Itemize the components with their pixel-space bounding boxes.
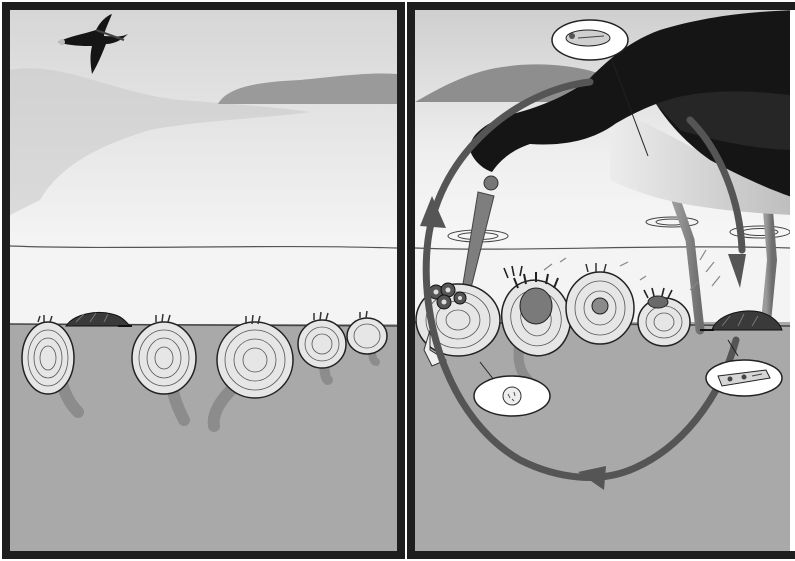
- left-panel: [10, 10, 397, 551]
- bird-eye: [484, 176, 498, 190]
- parasite-egg-icon: [503, 387, 521, 405]
- callout-top: [552, 20, 628, 60]
- water-surface: [10, 246, 397, 324]
- bird-leg: [766, 210, 772, 322]
- parasite-cyst-icon: [566, 30, 610, 46]
- right-panel: [415, 10, 795, 551]
